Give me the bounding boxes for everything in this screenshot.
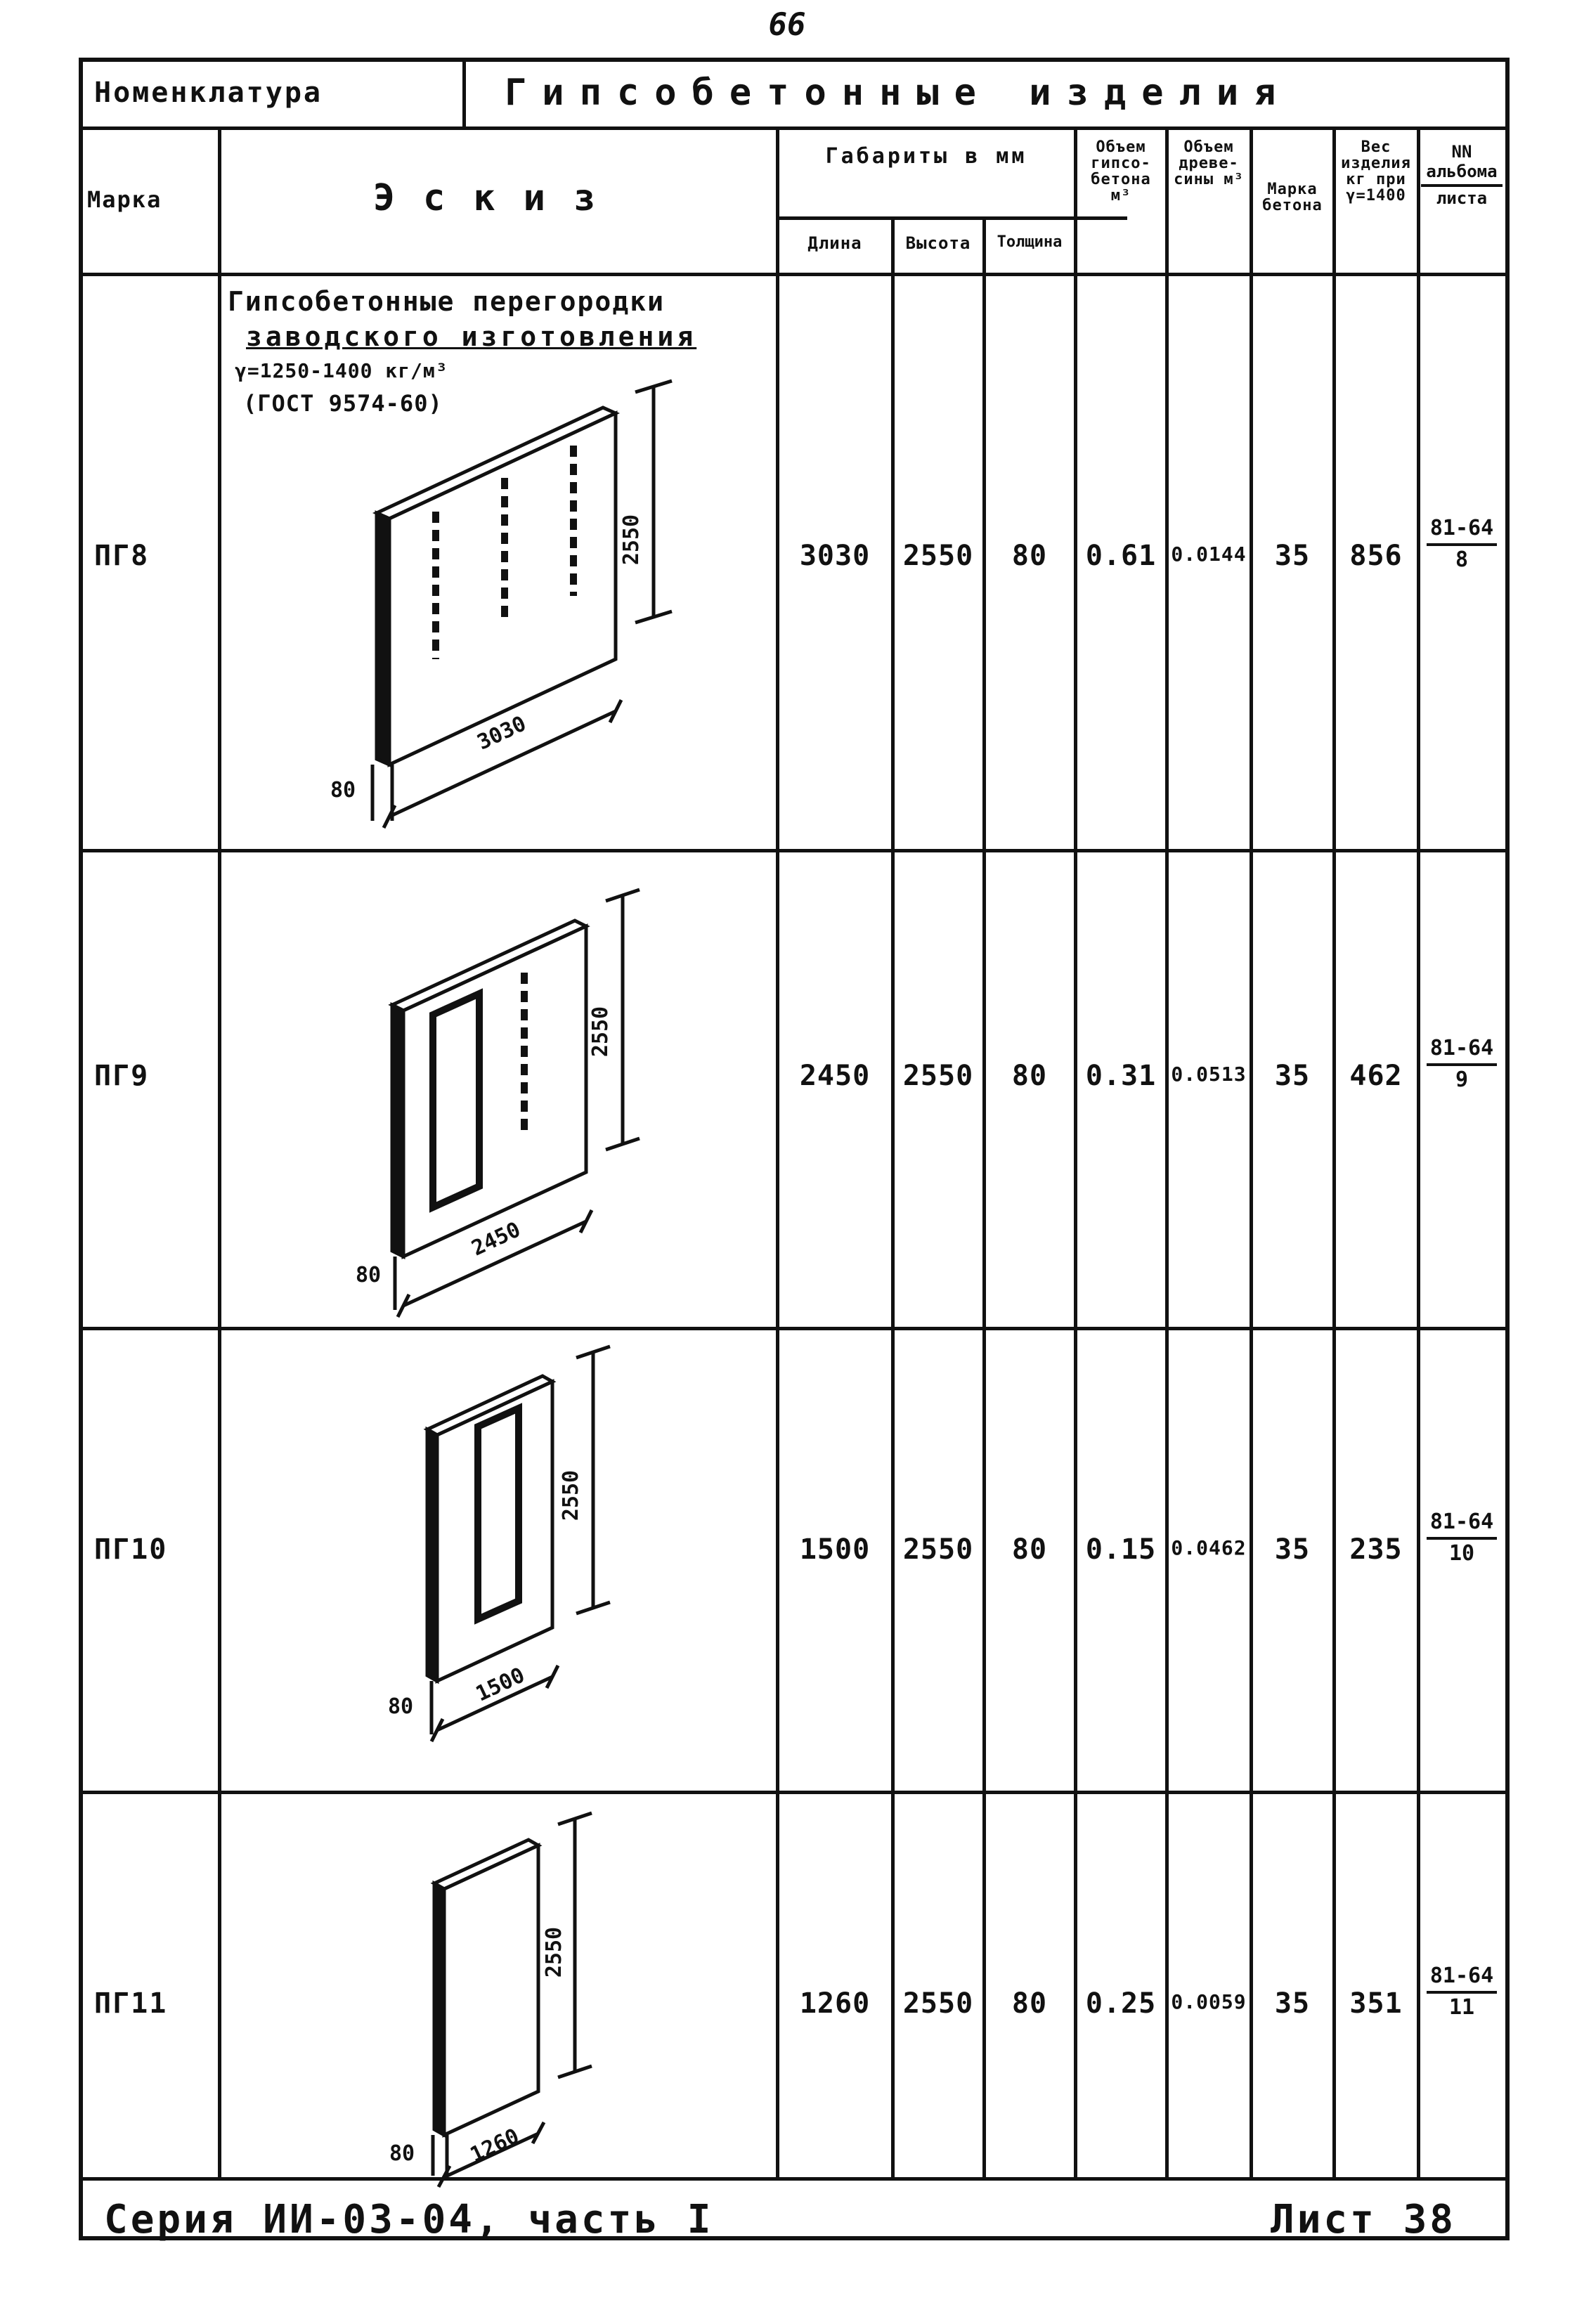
row-3-album-number: 81-64 — [1427, 1510, 1497, 1540]
row-3-height: 2550 — [902, 1533, 974, 1566]
row-1-album: 81-64 8 — [1427, 516, 1497, 572]
sketch-caption-1: Гипсобетонные перегородки — [228, 286, 665, 317]
row-4-wood-volume: 0.0059 — [1171, 1990, 1247, 2013]
header-dimensions: Габариты в мм — [825, 144, 1027, 169]
page-number: 66 — [768, 7, 806, 43]
row-2-thickness: 80 — [1011, 1060, 1048, 1092]
rule-col-sketch — [776, 126, 779, 2177]
pg11-length-label: 1260 — [467, 2124, 523, 2167]
row-1-height: 2550 — [902, 540, 974, 572]
row-3-gypsum-volume: 0.15 — [1085, 1533, 1157, 1566]
header-thickness: Толщина — [997, 233, 1063, 251]
header-concrete-grade: Марка бетона — [1262, 181, 1323, 215]
row-2-weight: 462 — [1349, 1060, 1403, 1092]
series-label: Серия ИИ-03-04, часть I — [104, 2197, 714, 2242]
row-1-length: 3030 — [799, 540, 871, 572]
row-2-gypsum-volume: 0.31 — [1085, 1060, 1157, 1092]
rule-col-grade — [1332, 126, 1336, 2177]
header-wood-volume: Объем древе-сины м³ — [1174, 138, 1244, 189]
header-mark: Марка — [87, 186, 162, 213]
row-3-concrete-grade: 35 — [1274, 1533, 1311, 1566]
header-album-sheet: листа — [1436, 188, 1488, 208]
rule-row-3 — [83, 1791, 1505, 1794]
panel-sketch-pg11 — [430, 1811, 592, 2188]
pg10-thickness-label: 80 — [388, 1694, 413, 1719]
row-4-mark: ПГ11 — [94, 1987, 168, 2020]
rule-header — [83, 126, 1505, 130]
row-2-mark: ПГ9 — [94, 1060, 150, 1092]
row-4-album-sheet: 11 — [1448, 1995, 1475, 2020]
row-1-weight: 856 — [1349, 540, 1403, 572]
row-3-wood-volume: 0.0462 — [1171, 1536, 1247, 1559]
row-4-concrete-grade: 35 — [1274, 1987, 1311, 2020]
row-4-height: 2550 — [902, 1987, 974, 2020]
sketches-layer: 2550 3030 80 2550 2450 80 2550 1500 80 2… — [330, 379, 673, 2188]
row-3-thickness: 80 — [1011, 1533, 1048, 1566]
rule-col-weight — [1417, 126, 1420, 2177]
header-height: Высота — [905, 233, 971, 253]
row-1-album-number: 81-64 — [1427, 516, 1497, 546]
nomenclature-label: Номенклатура — [94, 77, 323, 109]
header-weight: Вес изделия кг при γ=1400 — [1341, 138, 1411, 205]
row-3-mark: ПГ10 — [94, 1533, 168, 1566]
rule-col-mark — [218, 126, 221, 2177]
header-sketch: Эскиз — [372, 177, 624, 219]
row-1-mark: ПГ8 — [94, 540, 150, 572]
header-gypsum-volume: Объем гипсо-бетона м³ — [1091, 138, 1151, 205]
panel-sketch-pg8 — [370, 379, 673, 829]
row-2-concrete-grade: 35 — [1274, 1060, 1311, 1092]
row-2-album: 81-64 9 — [1427, 1036, 1497, 1092]
pg8-thickness-label: 80 — [330, 778, 356, 803]
row-4-length: 1260 — [799, 1987, 871, 2020]
rule-dimensions-sub — [776, 216, 1127, 220]
row-1-thickness: 80 — [1011, 540, 1048, 572]
pg9-height-label: 2550 — [588, 1006, 613, 1057]
pg9-thickness-label: 80 — [356, 1263, 381, 1287]
header-album: NN альбома листа — [1421, 142, 1503, 208]
row-4-weight: 351 — [1349, 1987, 1403, 2020]
sketch-caption-2: заводского изготовления — [246, 321, 697, 352]
header-length: Длина — [807, 233, 862, 253]
row-2-height: 2550 — [902, 1060, 974, 1092]
row-3-weight: 235 — [1349, 1533, 1403, 1566]
drawing-sheet: Номенклатура Гипсобетонные изделия Марка… — [79, 58, 1510, 2242]
row-1-concrete-grade: 35 — [1274, 540, 1311, 572]
section-title: Гипсобетонные изделия — [505, 72, 1292, 114]
row-2-album-sheet: 9 — [1455, 1067, 1469, 1092]
pg11-thickness-label: 80 — [389, 2141, 415, 2166]
rule-col-length — [891, 216, 895, 2177]
row-1-wood-volume: 0.0144 — [1171, 543, 1247, 566]
row-1-gypsum-volume: 0.61 — [1085, 540, 1157, 572]
rule-row-2 — [83, 1327, 1505, 1330]
row-1-album-sheet: 8 — [1455, 547, 1469, 572]
sketch-caption-3: γ=1250-1400 кг/м³ — [235, 359, 448, 382]
rule-row-4 — [83, 2177, 1505, 2181]
panel-sketch-pg9 — [388, 888, 640, 1318]
sheet-number: Лист 38 — [1271, 2197, 1457, 2242]
rule-col-wood — [1250, 126, 1253, 2177]
pg11-height-label: 2550 — [542, 1927, 566, 1978]
panel-sketch-pg10 — [423, 1344, 611, 1743]
rule-columns — [83, 273, 1505, 276]
pg10-height-label: 2550 — [559, 1470, 583, 1521]
rule-col-thickness — [1074, 126, 1077, 2177]
row-4-album-number: 81-64 — [1427, 1963, 1497, 1994]
pg8-height-label: 2550 — [619, 514, 644, 565]
rule-col-height — [982, 216, 986, 2177]
sketch-caption-4: (ГОСТ 9574-60) — [243, 390, 443, 417]
rule-title-split — [462, 62, 466, 126]
row-3-album: 81-64 10 — [1427, 1510, 1497, 1566]
header-album-number: NN альбома — [1421, 142, 1503, 187]
row-4-gypsum-volume: 0.25 — [1085, 1987, 1157, 2020]
rule-row-1 — [83, 849, 1505, 852]
row-2-album-number: 81-64 — [1427, 1036, 1497, 1066]
row-2-wood-volume: 0.0513 — [1171, 1063, 1247, 1086]
row-4-album: 81-64 11 — [1427, 1963, 1497, 2020]
row-4-thickness: 80 — [1011, 1987, 1048, 2020]
row-2-length: 2450 — [799, 1060, 871, 1092]
row-3-album-sheet: 10 — [1448, 1541, 1475, 1566]
row-3-length: 1500 — [799, 1533, 871, 1566]
rule-col-gypsum — [1165, 126, 1169, 2177]
